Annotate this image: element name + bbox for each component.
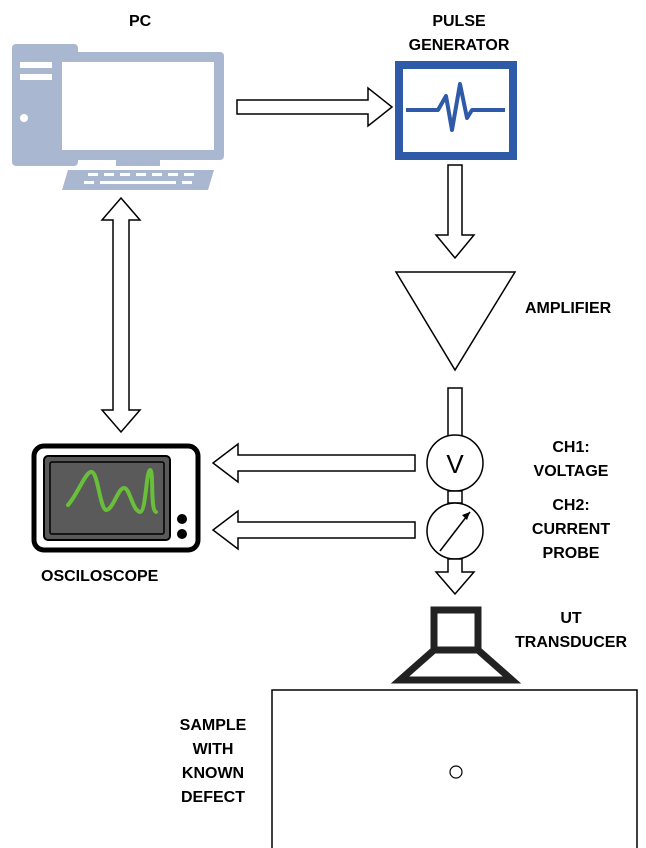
label-sample-line2: WITH bbox=[192, 741, 234, 758]
label-ut-line2: TRANSDUCER bbox=[515, 634, 627, 651]
label-ch1-line2: VOLTAGE bbox=[533, 463, 609, 480]
label-ut-line1: UT bbox=[560, 610, 582, 627]
label-pulse-generator: PULSE GENERATOR bbox=[394, 10, 524, 58]
arrow-pc-oscilloscope-bidirectional bbox=[100, 196, 142, 434]
arrow-ch1-to-oscilloscope bbox=[211, 442, 416, 484]
label-sample: SAMPLE WITH KNOWN DEFECT bbox=[158, 714, 268, 810]
known-defect bbox=[449, 765, 463, 779]
label-amplifier: AMPLIFIER bbox=[525, 297, 611, 321]
label-ch2-line1: CH2: bbox=[552, 497, 590, 514]
current-probe-icon bbox=[426, 502, 484, 560]
arrow-probe-to-transducer bbox=[434, 558, 476, 596]
sample-block bbox=[271, 689, 638, 848]
connector-voltmeter-to-probe bbox=[447, 490, 463, 504]
label-oscilloscope: OSCILOSCOPE bbox=[41, 565, 158, 589]
connector-amplifier-to-voltmeter bbox=[447, 387, 463, 441]
arrow-ch2-to-oscilloscope bbox=[211, 509, 416, 551]
label-sample-line1: SAMPLE bbox=[179, 717, 247, 734]
label-oscilloscope-text: OSCILOSCOPE bbox=[41, 568, 159, 585]
label-pc-text: PC bbox=[129, 13, 152, 30]
arrow-pulse-to-amplifier bbox=[434, 164, 476, 260]
pc-icon bbox=[12, 44, 224, 190]
label-pulse-line1: PULSE bbox=[432, 13, 486, 30]
label-sample-line4: DEFECT bbox=[181, 789, 245, 806]
label-ch2: CH2: CURRENT PROBE bbox=[516, 494, 626, 566]
label-ch2-line3: PROBE bbox=[542, 545, 600, 562]
arrow-pc-to-pulse-generator bbox=[236, 86, 394, 128]
label-amplifier-text: AMPLIFIER bbox=[525, 300, 612, 317]
label-ch1: CH1: VOLTAGE bbox=[516, 436, 626, 484]
label-sample-line3: KNOWN bbox=[181, 765, 245, 782]
label-pc: PC bbox=[129, 10, 151, 34]
label-pulse-line2: GENERATOR bbox=[408, 37, 510, 54]
label-ch1-line1: CH1: bbox=[552, 439, 590, 456]
label-ut-transducer: UT TRANSDUCER bbox=[496, 607, 646, 655]
ut-transducer-icon bbox=[390, 606, 522, 684]
pulse-generator-icon bbox=[395, 61, 517, 160]
voltmeter-symbol: V bbox=[446, 449, 464, 479]
oscilloscope-icon bbox=[31, 443, 201, 553]
amplifier-icon bbox=[394, 271, 517, 372]
label-ch2-line2: CURRENT bbox=[531, 521, 611, 538]
